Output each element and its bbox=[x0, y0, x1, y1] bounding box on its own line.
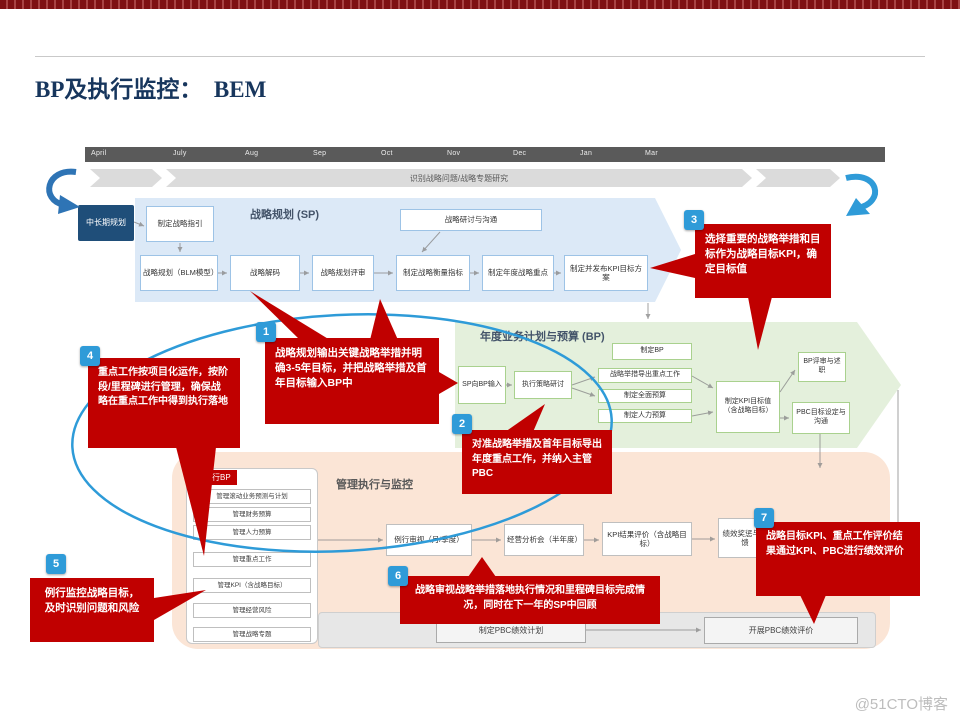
bp-box-kpi-target: 制定KPI目标值（含战略目标） bbox=[716, 381, 780, 433]
exec-list-item: 管理战略专题 bbox=[193, 627, 311, 642]
bp-box-review: BP评审与述职 bbox=[798, 352, 846, 382]
sp-box-priorities: 制定年度战略重点 bbox=[482, 255, 554, 291]
month-label: Aug bbox=[245, 150, 259, 157]
step-badge-4: 4 bbox=[80, 346, 100, 366]
exec-list-item: 管理经营风险 bbox=[193, 603, 311, 618]
exec-list-item: 管理重点工作 bbox=[193, 552, 311, 567]
month-label: Nov bbox=[447, 150, 461, 157]
exec-list-item: 管理人力预算 bbox=[193, 525, 311, 540]
exec-box-kpi-eval: KPI结果评价（含战略目标） bbox=[602, 522, 692, 556]
month-label: Oct bbox=[381, 150, 393, 157]
callout-7: 战略目标KPI、重点工作评价结果通过KPI、PBC进行绩效评价 bbox=[756, 522, 920, 596]
step-badge-2: 2 bbox=[452, 414, 472, 434]
bp-box-input: SP向BP输入 bbox=[458, 366, 506, 404]
callout-6: 战略审视战略举措落地执行情况和里程碑目标完成情况，同时在下一年的SP中回顾 bbox=[400, 576, 660, 624]
bp-box-make-bp: 制定BP bbox=[612, 343, 692, 360]
bp-box-pbc: PBC目标设定与沟通 bbox=[792, 402, 850, 434]
exec-list-item: 管理财务预算 bbox=[193, 507, 311, 522]
curl-arrow-right bbox=[845, 173, 879, 216]
midlongterm-plan-box: 中长期规划 bbox=[78, 205, 134, 241]
sp-band-title: 战略规划 (SP) bbox=[250, 209, 320, 221]
step-badge-6: 6 bbox=[388, 566, 408, 586]
month-label: Sep bbox=[313, 150, 327, 157]
exec-list-item: 管理KPI（含战略目标） bbox=[193, 578, 311, 593]
banner-chevron-left bbox=[90, 169, 162, 187]
callout-3: 选择重要的战略举措和目标作为战略目标KPI，确定目标值 bbox=[695, 224, 831, 298]
month-label: Jan bbox=[580, 150, 593, 157]
month-label: April bbox=[91, 150, 107, 157]
curl-arrow-left bbox=[46, 168, 80, 214]
month-label: Dec bbox=[513, 150, 527, 157]
page-title: BP及执行监控： BEM bbox=[35, 77, 267, 102]
sp-box-guideline: 制定战略指引 bbox=[146, 206, 214, 242]
bp-band-title: 年度业务计划与预算 (BP) bbox=[480, 331, 605, 343]
callout-4: 重点工作按项目化运作，按阶段/里程碑进行管理，确保战略在重点工作中得到执行落地 bbox=[88, 358, 240, 448]
month-label: Mar bbox=[645, 150, 658, 157]
sp-box-blm: 战略规划（BLM模型） bbox=[140, 255, 218, 291]
callout-5: 例行监控战略目标，及时识别问题和风险 bbox=[30, 578, 154, 642]
title-divider bbox=[35, 56, 925, 57]
bp-box-hr-budget: 制定人力预算 bbox=[598, 409, 692, 423]
sp-box-measures: 制定战略衡量指标 bbox=[396, 255, 470, 291]
bp-box-derive: 战略举措导出重点工作 bbox=[598, 368, 692, 383]
month-label: July bbox=[173, 150, 187, 157]
exec-box-analysis-meeting: 经营分析会（半年度） bbox=[504, 524, 584, 556]
exec-band-title: 管理执行与监控 bbox=[336, 479, 413, 491]
exec-list-item: 管理滚动业务预测与计划 bbox=[193, 489, 311, 504]
bp-box-budget: 制定全面预算 bbox=[598, 389, 692, 403]
exec-bp-tag: 执行BP bbox=[198, 470, 237, 485]
decorative-top-strip bbox=[0, 0, 960, 9]
watermark: @51CTO博客 bbox=[854, 696, 948, 713]
banner-chevron-main: 识别战略问题/战略专题研究 bbox=[166, 169, 752, 187]
bp-box-strategy: 执行策略研讨 bbox=[514, 371, 572, 399]
sp-box-kpi-plan: 制定并发布KPI目标方案 bbox=[564, 255, 648, 291]
timeline-bar: April July Aug Sep Oct Nov Dec Jan Mar bbox=[85, 147, 885, 162]
step-badge-3: 3 bbox=[684, 210, 704, 230]
banner-label: 识别战略问题/战略专题研究 bbox=[409, 173, 509, 183]
sp-box-communication: 战略研讨与沟通 bbox=[400, 209, 542, 231]
callout-1: 战略规划输出关键战略举措并明确3-5年目标，并把战略举措及首年目标输入BP中 bbox=[265, 338, 439, 424]
callout-2: 对准战略举措及首年目标导出年度重点工作，并纳入主管PBC bbox=[462, 430, 612, 494]
step-badge-1: 1 bbox=[256, 322, 276, 342]
step-badge-5: 5 bbox=[46, 554, 66, 574]
exec-bottom-pbc-eval: 开展PBC绩效评价 bbox=[704, 617, 858, 644]
sp-box-review: 战略规划评审 bbox=[312, 255, 374, 291]
sp-box-decode: 战略解码 bbox=[230, 255, 300, 291]
exec-box-routine-review: 例行审视（月/季度） bbox=[386, 524, 472, 556]
banner-chevron-right bbox=[756, 169, 840, 187]
step-badge-7: 7 bbox=[754, 508, 774, 528]
